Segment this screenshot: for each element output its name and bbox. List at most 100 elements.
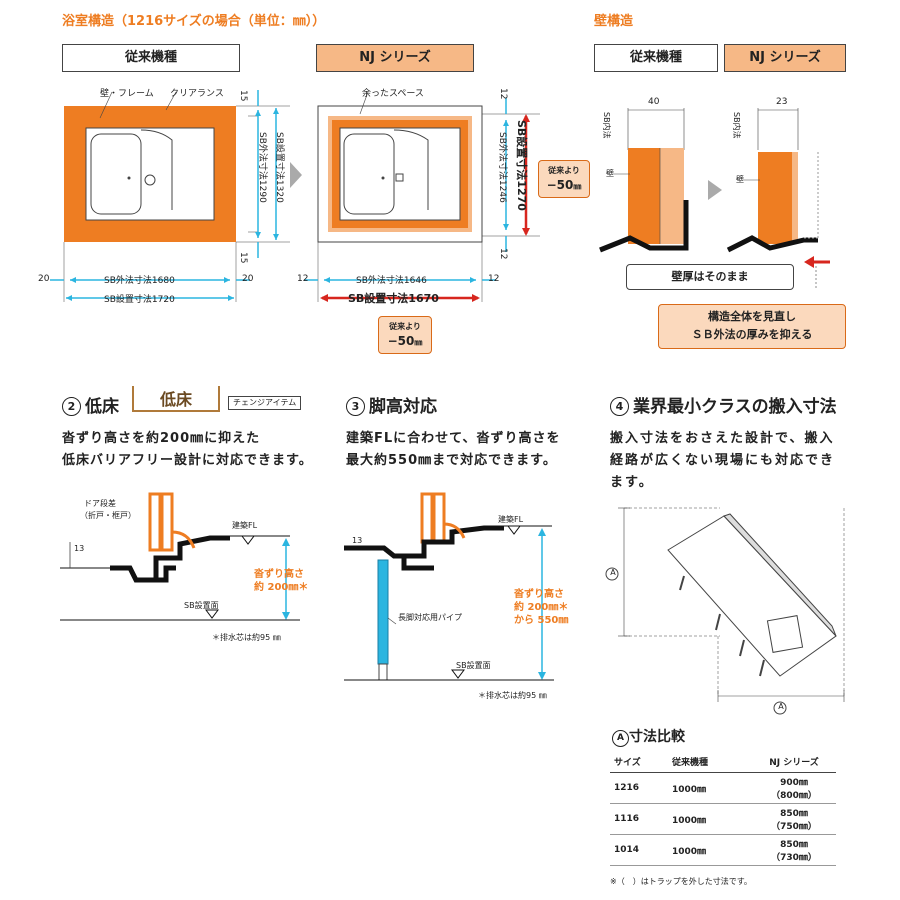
leg-height-line3: から 550㎜: [514, 615, 569, 626]
th-nj: NJ シリーズ: [752, 750, 836, 773]
arrow-right-icon: [290, 162, 302, 188]
nj-gap-left: 12: [297, 274, 309, 284]
cell-size: 1116: [610, 803, 668, 835]
bath-diagram: [50, 90, 540, 302]
cell-old: 1000㎜: [668, 772, 752, 804]
table-header-row: サイズ 従来機種 NJ シリーズ: [610, 750, 836, 773]
low-floor-line1: 沓ずり高さを約200㎜に抑えた: [62, 431, 261, 446]
clearance-label: クリアランス: [170, 89, 224, 99]
wall-old-sb-inner: SB内法: [602, 112, 611, 139]
low-floor-fl: 建築FL: [232, 521, 258, 530]
diff-w-pre: 従来より: [389, 322, 421, 331]
wall-nj-word: 壁: [736, 175, 744, 184]
low-floor-text: 沓ずり高さを約200㎜に抑えた 低床バリアフリー設計に対応できます。: [62, 428, 313, 472]
wall-nj-dim: 23: [776, 97, 788, 107]
table-row: 1116 1000㎜ 850㎜（750㎜）: [610, 803, 836, 835]
door-step-sub: （折戸・框戸）: [80, 511, 136, 520]
wall-nj-sb-inner: SB内法: [732, 112, 741, 139]
cell-nj-main: 850㎜: [780, 840, 808, 850]
leg-pipe-label: 長脚対応用パイプ: [398, 613, 462, 622]
old-gap-left: 20: [38, 274, 50, 284]
cell-nj-main: 850㎜: [780, 809, 808, 819]
low-floor-logo: 低床: [132, 386, 220, 412]
th-size: サイズ: [610, 750, 668, 773]
carry-title: 業界最小クラスの搬入寸法: [633, 397, 837, 417]
cell-nj-main: 900㎜: [780, 778, 808, 788]
diff-w-unit: ㎜: [414, 338, 423, 347]
spare-space-label: 余ったスペース: [362, 89, 424, 99]
nj-install-h: SB設置寸法1270: [515, 120, 528, 211]
low-floor-height-line2: 約 200㎜＊: [254, 582, 309, 593]
cell-nj: 850㎜ （730㎜）: [752, 834, 836, 866]
cell-old: 1000㎜: [668, 834, 752, 866]
leg-height: 沓ずり高さ 約 200㎜＊ から 550㎜: [514, 588, 568, 627]
old-outer-w: SB外法寸法1680: [104, 276, 175, 286]
leg-note: ＊排水芯は約95 ㎜: [478, 691, 547, 700]
leg-height-line2: 約 200㎜＊: [514, 602, 569, 613]
leg-num: 3: [346, 397, 365, 416]
low-floor-sb-face: SB設置面: [184, 601, 219, 610]
nj-gap-bottom: 12: [498, 248, 508, 260]
door-step-label: ドア段差: [84, 499, 116, 508]
nj-outer-h: SB外法寸法1246: [497, 132, 507, 203]
leg-fl: 建築FL: [498, 515, 524, 524]
cell-nj-sub: （730㎜）: [771, 853, 817, 863]
leg-diagram: [344, 492, 554, 681]
bath-nj-label: NJ シリーズ: [316, 44, 474, 72]
cell-nj-sub: （750㎜）: [771, 822, 817, 832]
low-floor-height: 沓ずり高さ 約 200㎜＊: [254, 568, 308, 594]
wall-callout-thickness: 壁厚はそのまま: [626, 264, 794, 290]
cell-size: 1216: [610, 772, 668, 804]
wall-nj-label: NJ シリーズ: [724, 44, 846, 72]
low-floor-note: ＊排水芯は約95 ㎜: [212, 633, 281, 642]
wall-old-word: 壁: [606, 169, 614, 178]
bath-title: 浴室構造（1216サイズの場合（単位：㎜））: [62, 14, 326, 29]
old-gap-top: 15: [238, 90, 248, 102]
cell-nj: 900㎜（800㎜）: [752, 772, 836, 804]
diff-h-callout: 従来より −50㎜: [538, 160, 590, 198]
bath-old-label: 従来機種: [62, 44, 240, 72]
wall-callout-structure: 構造全体を見直し ＳＢ外法の厚みを抑える: [658, 304, 846, 349]
old-gap-right: 20: [242, 274, 254, 284]
old-install-w: SB設置寸法1720: [104, 295, 175, 305]
carry-line2: 経路が広くない現場にも対応でき: [610, 453, 836, 468]
leg-13: 13: [352, 536, 363, 545]
carry-text: 搬入寸法をおさえた設計で、搬入 経路が広くない現場にも対応でき ます。: [610, 428, 835, 494]
cell-nj: 850㎜ （750㎜）: [752, 803, 836, 835]
nj-outer-w: SB外法寸法1646: [356, 276, 427, 286]
low-floor-height-line1: 沓ずり高さ: [254, 569, 304, 580]
table-title: 寸法比較: [629, 729, 685, 745]
cell-size: 1014: [610, 834, 668, 866]
low-floor-num: 2: [62, 397, 81, 416]
low-floor-13: 13: [74, 544, 85, 553]
nj-gap-right: 12: [488, 274, 500, 284]
leg-sb-face: SB設置面: [456, 661, 491, 670]
carry-num: 4: [610, 397, 629, 416]
table-row: 1216 1000㎜ 900㎜（800㎜）: [610, 772, 836, 804]
carry-line1: 搬入寸法をおさえた設計で、搬入: [610, 431, 835, 446]
diff-h-value: −50: [546, 178, 574, 192]
old-gap-bottom: 15: [238, 252, 248, 264]
leg-height-line1: 沓ずり高さ: [514, 589, 564, 600]
leg-title: 脚高対応: [369, 397, 437, 417]
carry-a-left: A: [610, 568, 616, 577]
wall-callout2-line2: ＳＢ外法の厚みを抑える: [691, 328, 813, 341]
table-row: 1014 1000㎜ 850㎜ （730㎜）: [610, 834, 836, 866]
nj-install-w: SB設置寸法1670: [348, 292, 439, 305]
low-floor-tag: チェンジアイテム: [228, 396, 302, 410]
low-floor-diagram: [60, 492, 300, 621]
table-footnote: ※（ ）はトラップを外した寸法です。: [610, 877, 752, 886]
wall-diagram: [599, 108, 830, 290]
old-outer-h: SB外法寸法1290: [257, 132, 267, 203]
nj-gap-top: 12: [498, 88, 508, 100]
low-floor-title: 低床: [85, 397, 119, 417]
leg-line1: 建築FLに合わせて、沓ずり高さを: [346, 431, 561, 446]
diff-w-callout: 従来より −50㎜: [378, 316, 432, 354]
wall-old-dim: 40: [648, 97, 660, 107]
wall-old-label: 従来機種: [594, 44, 718, 72]
leg-text: 建築FLに合わせて、沓ずり高さを 最大約550㎜まで対応できます。: [346, 428, 561, 472]
